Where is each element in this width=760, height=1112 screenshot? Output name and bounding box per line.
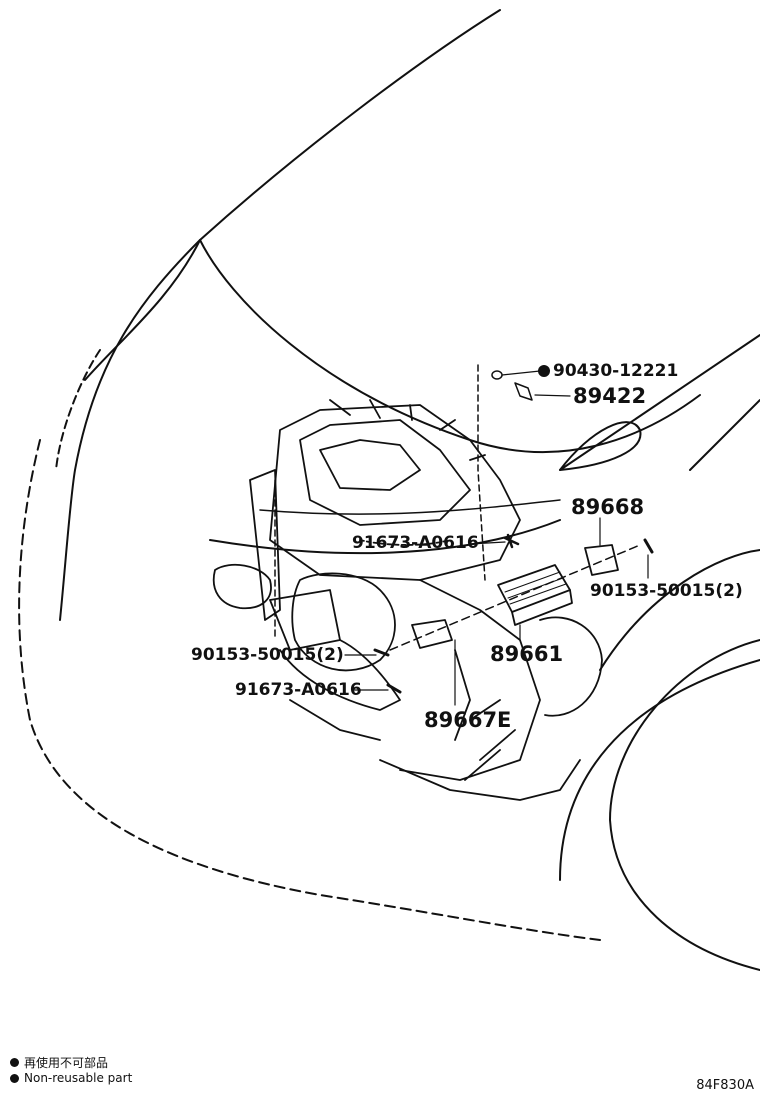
windshield-line-2 <box>689 399 760 471</box>
bracket-89667e <box>411 619 453 649</box>
wheel-arch-inner <box>609 639 760 971</box>
bumper-outline <box>18 439 601 941</box>
mirror <box>559 421 642 471</box>
callout-91673-a0616-upper: 91673-A0616 <box>352 533 479 553</box>
callout-90430-12221: 90430-12221 <box>553 361 679 381</box>
windshield-line <box>559 334 760 471</box>
nonreusable-dot-icon <box>10 1058 19 1067</box>
legend-text-japanese: 再使用不可部品 <box>24 1056 109 1070</box>
bolt-90153-left <box>373 648 390 657</box>
fender-line <box>55 349 101 471</box>
legend-item-english: Non-reusable part <box>10 1071 132 1085</box>
hood-edge <box>199 239 701 453</box>
ecu-89661 <box>497 564 573 626</box>
leader-89422 <box>477 364 486 581</box>
callout-91673-a0616-lower: 91673-A0616 <box>235 680 362 700</box>
bolt-90153-right <box>643 538 654 554</box>
callout-89422: 89422 <box>573 384 647 408</box>
front-edge <box>84 239 201 381</box>
nonreusable-dot-icon <box>10 1073 19 1083</box>
o-ring-90430 <box>491 370 503 380</box>
cowl-line-2 <box>259 499 561 515</box>
hood-outline <box>59 9 501 621</box>
callout-89661: 89661 <box>490 642 564 666</box>
callout-89668: 89668 <box>571 495 645 519</box>
engine-assembly <box>212 399 603 801</box>
bolt-91673-upper <box>503 533 520 549</box>
wheel-arch <box>599 549 760 671</box>
legend-item-japanese: 再使用不可部品 <box>10 1054 108 1071</box>
legend-text-english: Non-reusable part <box>24 1071 133 1085</box>
leader-mount <box>389 544 641 651</box>
callout-90153-50015-right: 90153-50015(2) <box>590 581 743 601</box>
nonreusable-mark <box>538 365 550 377</box>
bracket-89668 <box>584 544 619 576</box>
sensor-89422 <box>514 382 533 401</box>
callout-90153-50015-left: 90153-50015(2) <box>191 645 344 665</box>
wheel-arch-outer <box>559 659 760 881</box>
bolt-91673-lower <box>386 683 402 694</box>
drawing-code: 84F830A <box>696 1078 754 1093</box>
callout-89667e: 89667E <box>424 708 512 732</box>
